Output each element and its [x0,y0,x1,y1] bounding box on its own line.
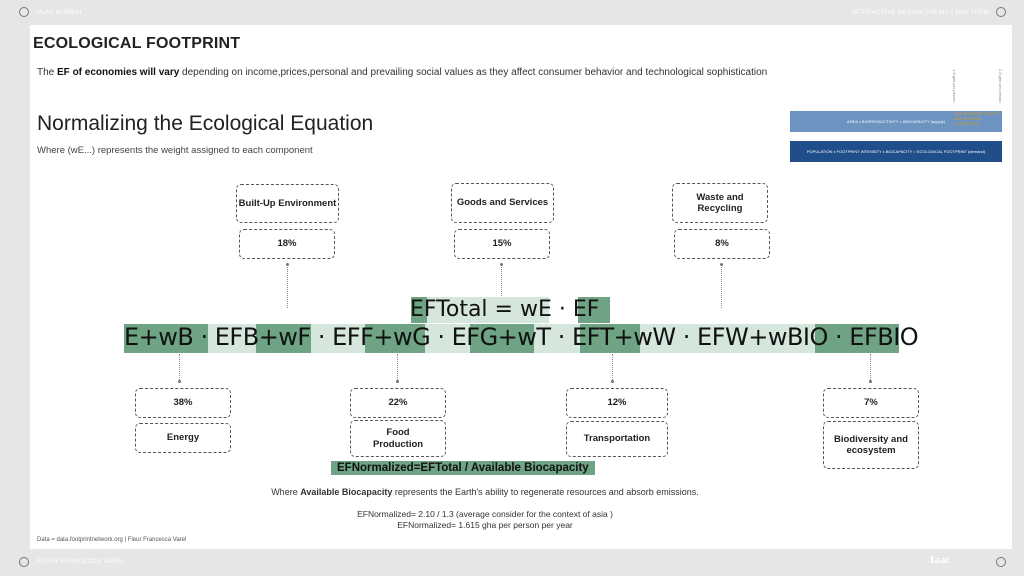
slide: ECOLOGICAL FOOTPRINT The EF of economies… [30,25,1012,549]
normalized-formula: EFNormalized=EFTotal / Available Biocapa… [331,461,595,475]
legend-biocapacity-bar: AREA x BIOPRODUCTIVITY = BIOCAPACITY (su… [790,111,1002,132]
eq-highlight-seg-9 [580,324,640,353]
connector-energy [179,354,180,382]
frame-top-right-label: INTERACTIVE DESIGN THESIS | 2ND TERM [851,10,989,16]
component-energy: Energy [135,423,231,453]
where-prefix: Where [271,487,301,497]
connector-dot-energy [178,380,181,383]
where-rest: represents the Earth's ability to regene… [392,487,699,497]
connector-goods-services [501,264,502,298]
eq-highlight-seg-1 [124,324,208,353]
connector-dot-built-up [286,263,289,266]
component-waste-recycling: Waste and Recycling [672,183,768,223]
eq-highlight-top-left [411,297,429,323]
intro-rest: depending on income,prices,personal and … [179,67,768,78]
connector-biodiversity [870,354,871,382]
legend-vertical-label-2: 2.8 gha per person [998,69,1003,103]
legend-footprint-text: POPULATION x FOOTPRINT INTENSITY x BIOCA… [806,149,986,154]
eq-highlight-seg-3 [256,324,311,353]
connector-dot-transportation [611,380,614,383]
data-source: Data = data.footprintnetwork.org | Fleur… [37,537,187,543]
connector-dot-waste-recycling [720,263,723,266]
connector-food [397,354,398,382]
eq-highlight-top-mid [427,297,549,323]
intro-prefix: The [37,67,58,78]
eq-highlight-seg-2 [208,324,256,353]
eq-highlight-seg-10 [640,324,815,353]
section-heading: Normalizing the Ecological Equation [37,112,374,135]
percent-waste-recycling: 8% [674,229,770,259]
connector-dot-biodiversity [869,380,872,383]
intro-bold: EF of economies will vary [57,67,180,78]
where-bold: Available Biocapacity [300,487,393,497]
connector-dot-goods-services [500,263,503,266]
component-food: Food Production [350,420,446,457]
component-built-up: Built-Up Environment [236,184,339,223]
eq-highlight-seg-11 [815,324,899,353]
eq-highlight-top-right [578,297,610,323]
connector-waste-recycling [721,264,722,308]
frame-corner-bottom-right [996,557,1006,567]
frame-top-left-label: PLAY MUMBAI [37,10,82,16]
calc-line-2: EFNormalized= 1.615 gha per person per y… [397,520,573,530]
percent-biodiversity: 7% [823,388,919,418]
eq-highlight-seg-7 [470,324,534,353]
eq-highlight-seg-4 [311,324,365,353]
legend-footprint-bar: POPULATION x FOOTPRINT INTENSITY x BIOCA… [790,141,1002,162]
connector-transportation [612,354,613,382]
percent-transportation: 12% [566,388,668,418]
frame-corner-bottom-left [19,557,29,567]
component-goods-services: Goods and Services [451,183,554,223]
page-title: ECOLOGICAL FOOTPRINT [33,35,241,52]
component-biodiversity: Biodiversity and ecosystem [823,421,919,469]
eq-highlight-seg-6 [425,324,470,353]
equation-total: EFTotal = wE · EF [410,297,600,322]
calc-line-1: EFNormalized= 2.10 / 1.3 (average consid… [357,509,613,519]
percent-built-up: 18% [239,229,335,259]
biocapacity-definition: Where Available Biocapacity represents t… [30,487,940,497]
frame-corner-top-left [19,7,29,17]
section-subheading: Where (wE...) represents the weight assi… [37,145,313,156]
frame-bottom-left-label: FLEUR FRANCESCA VAREL [37,559,125,565]
component-transportation: Transportation [566,421,668,457]
legend-vertical-label-1: 1.6 gha per person [952,69,957,103]
legend-biocapacity-text: AREA x BIOPRODUCTIVITY = BIOCAPACITY (su… [847,119,945,124]
percent-goods-services: 15% [454,229,550,259]
iaac-logo: Iaac [930,554,951,566]
connector-built-up [287,264,288,308]
eq-highlight-seg-8 [534,324,580,353]
connector-dot-food [396,380,399,383]
percent-food: 22% [350,388,446,418]
legend-overshoot-note: GAP BETWEEN SUPPLY AND DEMAND: OVERSHOOT [954,111,1000,126]
intro-text: The EF of economies will vary depending … [37,67,767,78]
percent-energy: 38% [135,388,231,418]
eq-highlight-seg-5 [365,324,425,353]
frame-corner-top-right [996,7,1006,17]
equation-main: E+wB · EFB+wF · EFF+wG · EFG+wT · EFT+wW… [124,323,919,351]
